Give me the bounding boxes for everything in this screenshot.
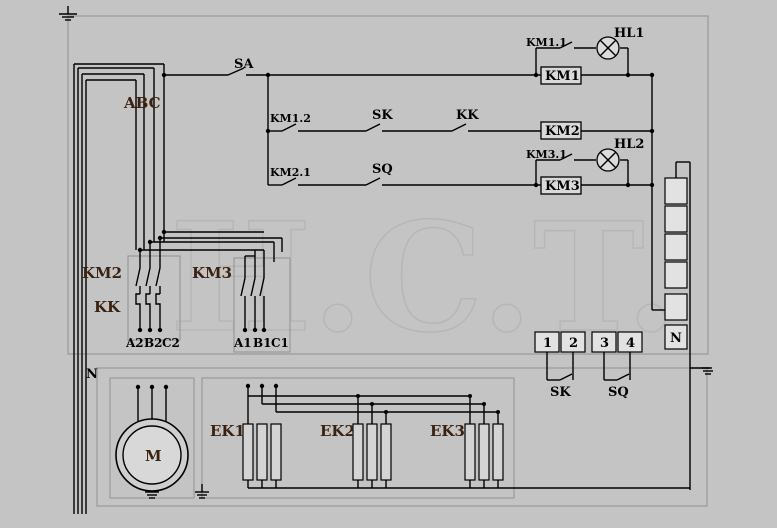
label-c1: C1 xyxy=(271,336,289,350)
label-sk-top: SK xyxy=(372,108,393,123)
km3-coil xyxy=(540,176,582,195)
label-km2-contactor: KM2 xyxy=(82,264,122,282)
label-n-left: N xyxy=(86,367,98,382)
label-ek2: EK2 xyxy=(320,422,355,440)
label-kk-top: KK xyxy=(456,108,479,123)
km2-coil xyxy=(540,121,582,140)
label-sa: SA xyxy=(234,57,254,72)
label-ek1: EK1 xyxy=(210,422,245,440)
label-hl1: HL1 xyxy=(614,26,644,41)
label-km1-2: KM1.2 xyxy=(270,112,311,125)
label-terminal-1: 1 xyxy=(543,336,552,351)
label-km2-1: KM2.1 xyxy=(270,166,311,179)
contactor-wiring xyxy=(137,229,283,270)
km3-contacts xyxy=(240,270,267,333)
terminal-block-bottom xyxy=(534,331,643,381)
ground-symbol-top-left xyxy=(59,6,77,21)
label-km3-1: KM3.1 xyxy=(526,148,567,161)
label-sq-top: SQ xyxy=(372,162,393,177)
label-b2: B2 xyxy=(144,336,163,350)
label-hl2: HL2 xyxy=(614,137,644,152)
label-terminal-2: 2 xyxy=(569,336,578,351)
motor xyxy=(115,384,189,492)
label-sk-bottom: SK xyxy=(550,385,571,400)
km2-enclosure xyxy=(127,255,181,341)
ek3-heaters xyxy=(464,423,504,481)
hl2-lamp xyxy=(596,148,620,172)
label-b1: B1 xyxy=(253,336,272,350)
label-terminal-3: 3 xyxy=(600,336,609,351)
label-abc: ABC xyxy=(123,94,161,112)
label-motor: M xyxy=(145,447,162,465)
label-a1: A1 xyxy=(233,336,252,350)
km3-enclosure xyxy=(233,257,291,353)
ek1-heaters xyxy=(242,423,282,481)
heater-enclosure xyxy=(201,377,515,499)
label-terminal-4: 4 xyxy=(626,336,635,351)
label-km2-coil: KM2 xyxy=(545,124,580,139)
heater-buses xyxy=(245,383,690,489)
km2-contacts xyxy=(135,267,161,294)
label-ek3: EK3 xyxy=(430,422,465,440)
load-panel xyxy=(96,367,708,507)
label-n-terminal: N xyxy=(670,331,682,346)
label-km1-1: KM1.1 xyxy=(526,36,567,49)
km1-coil xyxy=(540,66,582,85)
ground-symbol-heaters xyxy=(195,484,209,499)
label-km3-contactor: KM3 xyxy=(192,264,232,282)
control-panel xyxy=(67,15,709,355)
ground-symbol-right xyxy=(690,367,713,375)
label-km1-coil: KM1 xyxy=(545,69,580,84)
hl1-lamp xyxy=(596,36,620,60)
n-terminal xyxy=(664,324,688,350)
supply-bundle xyxy=(73,63,165,514)
label-c2: C2 xyxy=(162,336,180,350)
kk-thermal-contacts xyxy=(135,293,163,333)
label-kk-relay: KK xyxy=(94,298,121,316)
ek2-heaters xyxy=(352,423,392,481)
label-a2: A2 xyxy=(125,336,144,350)
terminal-strip-right xyxy=(664,161,691,490)
label-sq-bottom: SQ xyxy=(608,385,629,400)
control-circuit xyxy=(161,41,665,311)
label-km3-coil: KM3 xyxy=(545,179,580,194)
